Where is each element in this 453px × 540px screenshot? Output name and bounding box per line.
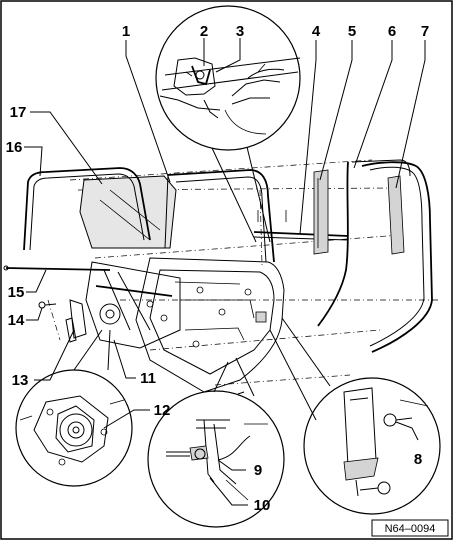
callout-3: 3	[236, 23, 244, 40]
detail-circle-top	[155, 5, 301, 151]
zoom-lead-line	[213, 361, 229, 393]
callout-13: 13	[12, 372, 29, 389]
callout-10: 10	[254, 497, 271, 514]
window-glass	[79, 175, 177, 249]
rod-end	[3, 265, 9, 271]
door-frame	[164, 169, 275, 263]
callout-1: 1	[122, 23, 130, 40]
callout-8: 8	[414, 451, 422, 468]
zoom-lead-line	[269, 329, 317, 421]
window-regulator	[65, 261, 181, 349]
callout-14: 14	[8, 312, 25, 329]
callout-16: 16	[6, 139, 23, 156]
callout-9: 9	[254, 462, 262, 479]
screw-14	[38, 301, 57, 309]
reference-code-box: N64–0094	[371, 519, 449, 537]
zoom-lead-line	[237, 391, 245, 395]
reference-code: N64–0094	[385, 523, 436, 535]
callout-2: 2	[200, 23, 208, 40]
callout-15: 15	[8, 284, 25, 301]
zoom-lead-line	[281, 317, 331, 387]
pillar-trim-5	[313, 169, 329, 255]
callout-12: 12	[154, 402, 171, 419]
detail-circle-left	[15, 369, 133, 487]
callout-6: 6	[388, 23, 396, 40]
zoom-lead-line	[107, 329, 111, 371]
rod	[5, 267, 111, 271]
callout-17: 17	[10, 104, 27, 121]
detail-circle-bottom	[147, 390, 285, 528]
outer-seal-7	[361, 161, 433, 353]
callout-7: 7	[421, 23, 429, 40]
detail-circle-right	[303, 377, 441, 515]
zoom-lead-line	[246, 146, 271, 243]
zoom-lead-line	[211, 147, 257, 243]
callout-11: 11	[140, 370, 156, 387]
callout-leaders	[24, 38, 426, 506]
door-body	[135, 257, 285, 393]
outer-seal-strip	[253, 210, 349, 241]
zoom-lead-line	[235, 357, 255, 397]
zoom-lead-line	[73, 329, 103, 371]
glass-run-seal	[23, 167, 151, 251]
callout-labels: 1 2 3 4 5 6 7 8 9 10 11 12 13 14 15 16 1…	[6, 23, 430, 514]
callout-4: 4	[312, 23, 321, 40]
callout-5: 5	[348, 23, 356, 40]
